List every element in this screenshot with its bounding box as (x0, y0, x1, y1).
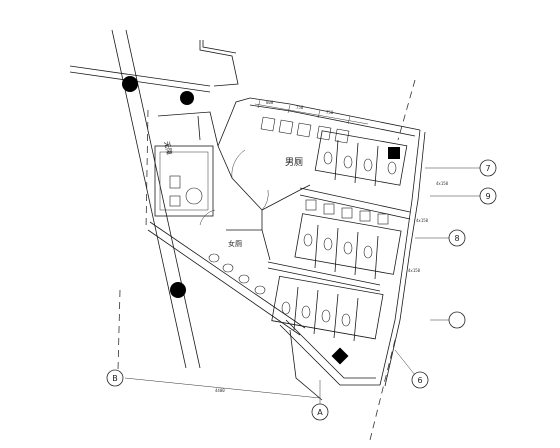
lower-fixtures (208, 253, 384, 342)
axis-bubble-8b (448, 311, 466, 329)
axis-bubble-7: 7 (479, 159, 497, 177)
axis-bubble-8: 8 (448, 229, 466, 247)
right-outer-walls (279, 129, 426, 401)
axis-7-label: 7 (485, 164, 490, 173)
axis-bubble-6: 6 (411, 371, 429, 389)
top-dimension-1: 800 (266, 100, 274, 105)
womens-toilet-label: 女厕 (228, 239, 242, 248)
top-dimension-line (254, 99, 369, 125)
mens-room-walls (217, 97, 421, 261)
right-dimension-2: 4x150 (416, 218, 429, 223)
upper-fixtures (260, 116, 408, 187)
right-dimension-1: 4x150 (436, 181, 449, 186)
grid-axis-lines (124, 167, 480, 405)
axis-9-label: 9 (485, 192, 490, 201)
top-dimension-2: 750 (296, 105, 304, 110)
axis-8-label: 8 (454, 234, 459, 243)
axis-B-label: B (112, 374, 118, 383)
top-dimension-3: 750 (326, 110, 334, 115)
right-dimension-3: 4x150 (408, 268, 421, 273)
mens-toilet-label: 男厕 (285, 157, 303, 168)
entrance-block (154, 40, 239, 217)
left-corridor-walls (69, 29, 306, 369)
axis-bubble-A: A (311, 403, 329, 421)
structural-columns (122, 76, 400, 365)
axis-bubble-B: B (106, 369, 124, 387)
axis-6-label: 6 (417, 376, 422, 385)
boundary-dash-lines (117, 79, 416, 441)
middle-fixtures (294, 187, 411, 280)
room-left-label: 无障 (162, 140, 174, 156)
bottom-dimension: 4400 (215, 388, 225, 393)
axis-A-label: A (317, 408, 323, 417)
door-swings (199, 149, 269, 226)
axis-bubble-9: 9 (479, 187, 497, 205)
